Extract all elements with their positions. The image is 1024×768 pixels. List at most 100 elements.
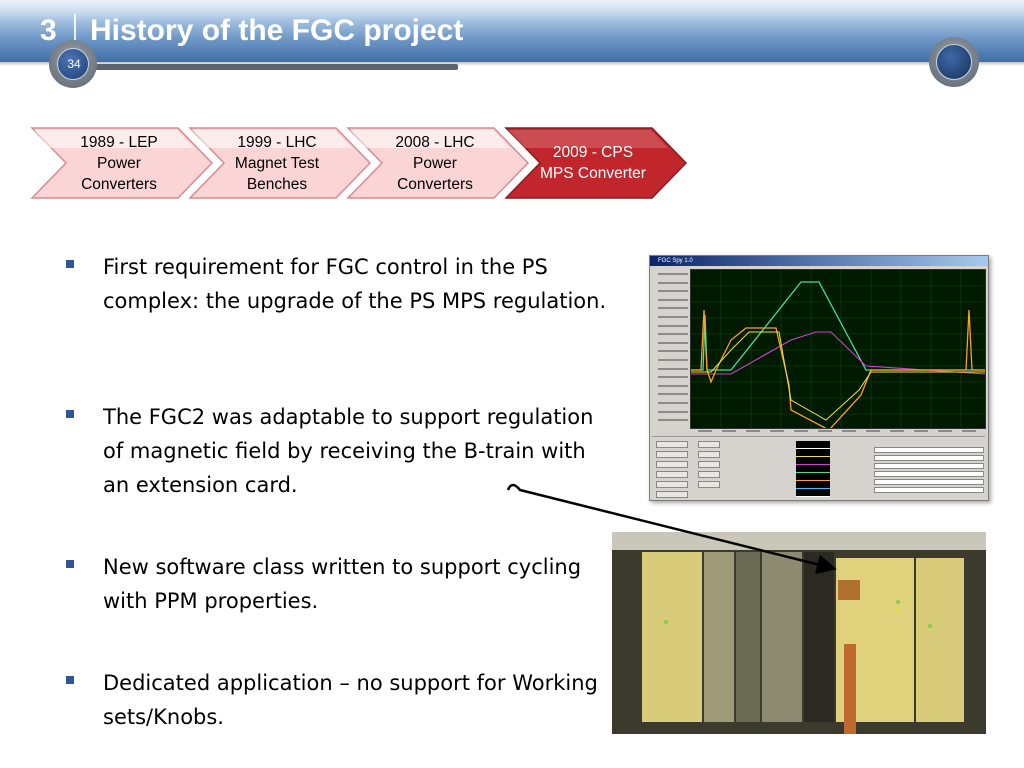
control-button[interactable] [656, 461, 688, 468]
card-slot [704, 552, 734, 722]
chevron-shape [504, 127, 688, 199]
y-tick-mark [658, 290, 688, 293]
bullet-text: New software class written to support cy… [103, 555, 582, 613]
y-tick-mark [658, 298, 688, 301]
plot-grid [691, 270, 985, 428]
y-tick-mark [658, 359, 688, 361]
bullet-square-icon [66, 560, 74, 568]
chevron-highlight [34, 130, 194, 148]
chevron-highlight [192, 130, 352, 148]
trace-magenta [691, 331, 985, 375]
y-tick-mark [658, 376, 688, 379]
table-cell [874, 487, 984, 493]
y-tick-mark [658, 384, 688, 387]
y-tick-mark [658, 307, 688, 310]
status-led [664, 620, 668, 624]
x-tick-mark [746, 430, 760, 432]
right-module [916, 558, 964, 722]
timeline-step: 1989 - LEP Power Converters [30, 126, 216, 200]
chevron-shape [188, 127, 372, 199]
trace-swatch [796, 481, 830, 489]
chevron-shape [30, 127, 214, 199]
card-slot [762, 552, 802, 722]
control-button[interactable] [656, 451, 688, 458]
x-tick-mark [794, 430, 808, 432]
table-cell [874, 471, 984, 477]
timeline-step: 2009 - CPS MPS Converter [504, 126, 690, 200]
chevron-highlight [508, 130, 668, 148]
table-cell [874, 463, 984, 469]
x-tick-mark [938, 430, 952, 432]
status-led [896, 600, 900, 604]
y-tick-mark [658, 341, 688, 344]
card-slot [736, 552, 760, 722]
x-tick-mark [962, 430, 976, 432]
timeline-step-label: 2009 - CPS MPS Converter [540, 144, 646, 182]
window-title: FGC Spy 1.0 [658, 258, 693, 264]
y-tick-mark [658, 410, 688, 413]
bullet-text: First requirement for FGC control in the… [103, 255, 607, 313]
rack-top-frame [612, 532, 986, 550]
corner-decoration-disc [936, 44, 972, 80]
chevron-path [504, 127, 688, 199]
application-screenshot: FGC Spy 1.0 [649, 255, 989, 501]
timeline-step: 1999 - LHC Magnet Test Benches [188, 126, 374, 200]
waveform-svg [691, 270, 985, 428]
trace-orange [691, 309, 985, 428]
cable-bundle [844, 644, 856, 734]
x-tick-mark [914, 430, 928, 432]
chevron-highlight [350, 130, 510, 148]
control-button[interactable] [656, 441, 688, 448]
x-tick-mark [698, 430, 712, 432]
trace-swatch [796, 489, 830, 497]
section-number: 3 [40, 14, 57, 47]
card-slot [804, 552, 834, 722]
control-button[interactable] [656, 471, 688, 478]
control-button[interactable] [698, 461, 720, 468]
y-tick-mark [658, 367, 688, 370]
bullet-square-icon [66, 260, 74, 268]
hardware-photo [612, 532, 986, 734]
bullet-square-icon [66, 676, 74, 684]
y-tick-mark [658, 273, 688, 275]
control-button[interactable] [698, 441, 720, 448]
page-number-badge: 34 [49, 40, 97, 88]
control-button[interactable] [656, 491, 688, 498]
bullet-square-icon [66, 410, 74, 418]
timeline-step: 2008 - LHC Power Converters [346, 126, 532, 200]
control-button[interactable] [656, 481, 688, 488]
trace-swatch [796, 473, 830, 481]
corner-decoration-icon [929, 37, 979, 87]
trace-swatch [796, 457, 830, 465]
hardware-photo-drawing [612, 532, 986, 734]
trace-swatch [796, 449, 830, 457]
bullet-text: The FGC2 was adaptable to support regula… [103, 405, 594, 497]
x-tick-mark [842, 430, 856, 432]
control-button[interactable] [698, 451, 720, 458]
header-sheen [0, 0, 1024, 20]
x-tick-mark [722, 430, 736, 432]
control-button[interactable] [698, 481, 720, 488]
x-tick-mark [818, 430, 832, 432]
timeline-step-label: 1989 - LEP Power Converters [80, 133, 158, 193]
header-rule [70, 64, 458, 70]
y-tick-mark [658, 316, 688, 318]
plot-y-ticks [652, 269, 690, 427]
x-tick-mark [890, 430, 904, 432]
window-titlebar: FGC Spy 1.0 [650, 256, 988, 266]
page-number-disc: 34 [57, 48, 89, 80]
x-tick-mark [866, 430, 880, 432]
trace-green [691, 281, 985, 371]
trace-swatch [796, 465, 830, 473]
x-tick-mark [770, 430, 784, 432]
slide-title: History of the FGC project [90, 14, 464, 47]
y-tick-mark [658, 350, 688, 353]
timeline-step-label: 1999 - LHC Magnet Test Benches [234, 133, 320, 193]
table-cell [874, 479, 984, 485]
waveform-plot [690, 269, 986, 429]
bullet-text: Dedicated application – no support for W… [103, 671, 598, 729]
control-button[interactable] [698, 471, 720, 478]
y-tick-mark [658, 281, 688, 284]
left-module [642, 552, 702, 722]
section-separator [74, 14, 76, 50]
